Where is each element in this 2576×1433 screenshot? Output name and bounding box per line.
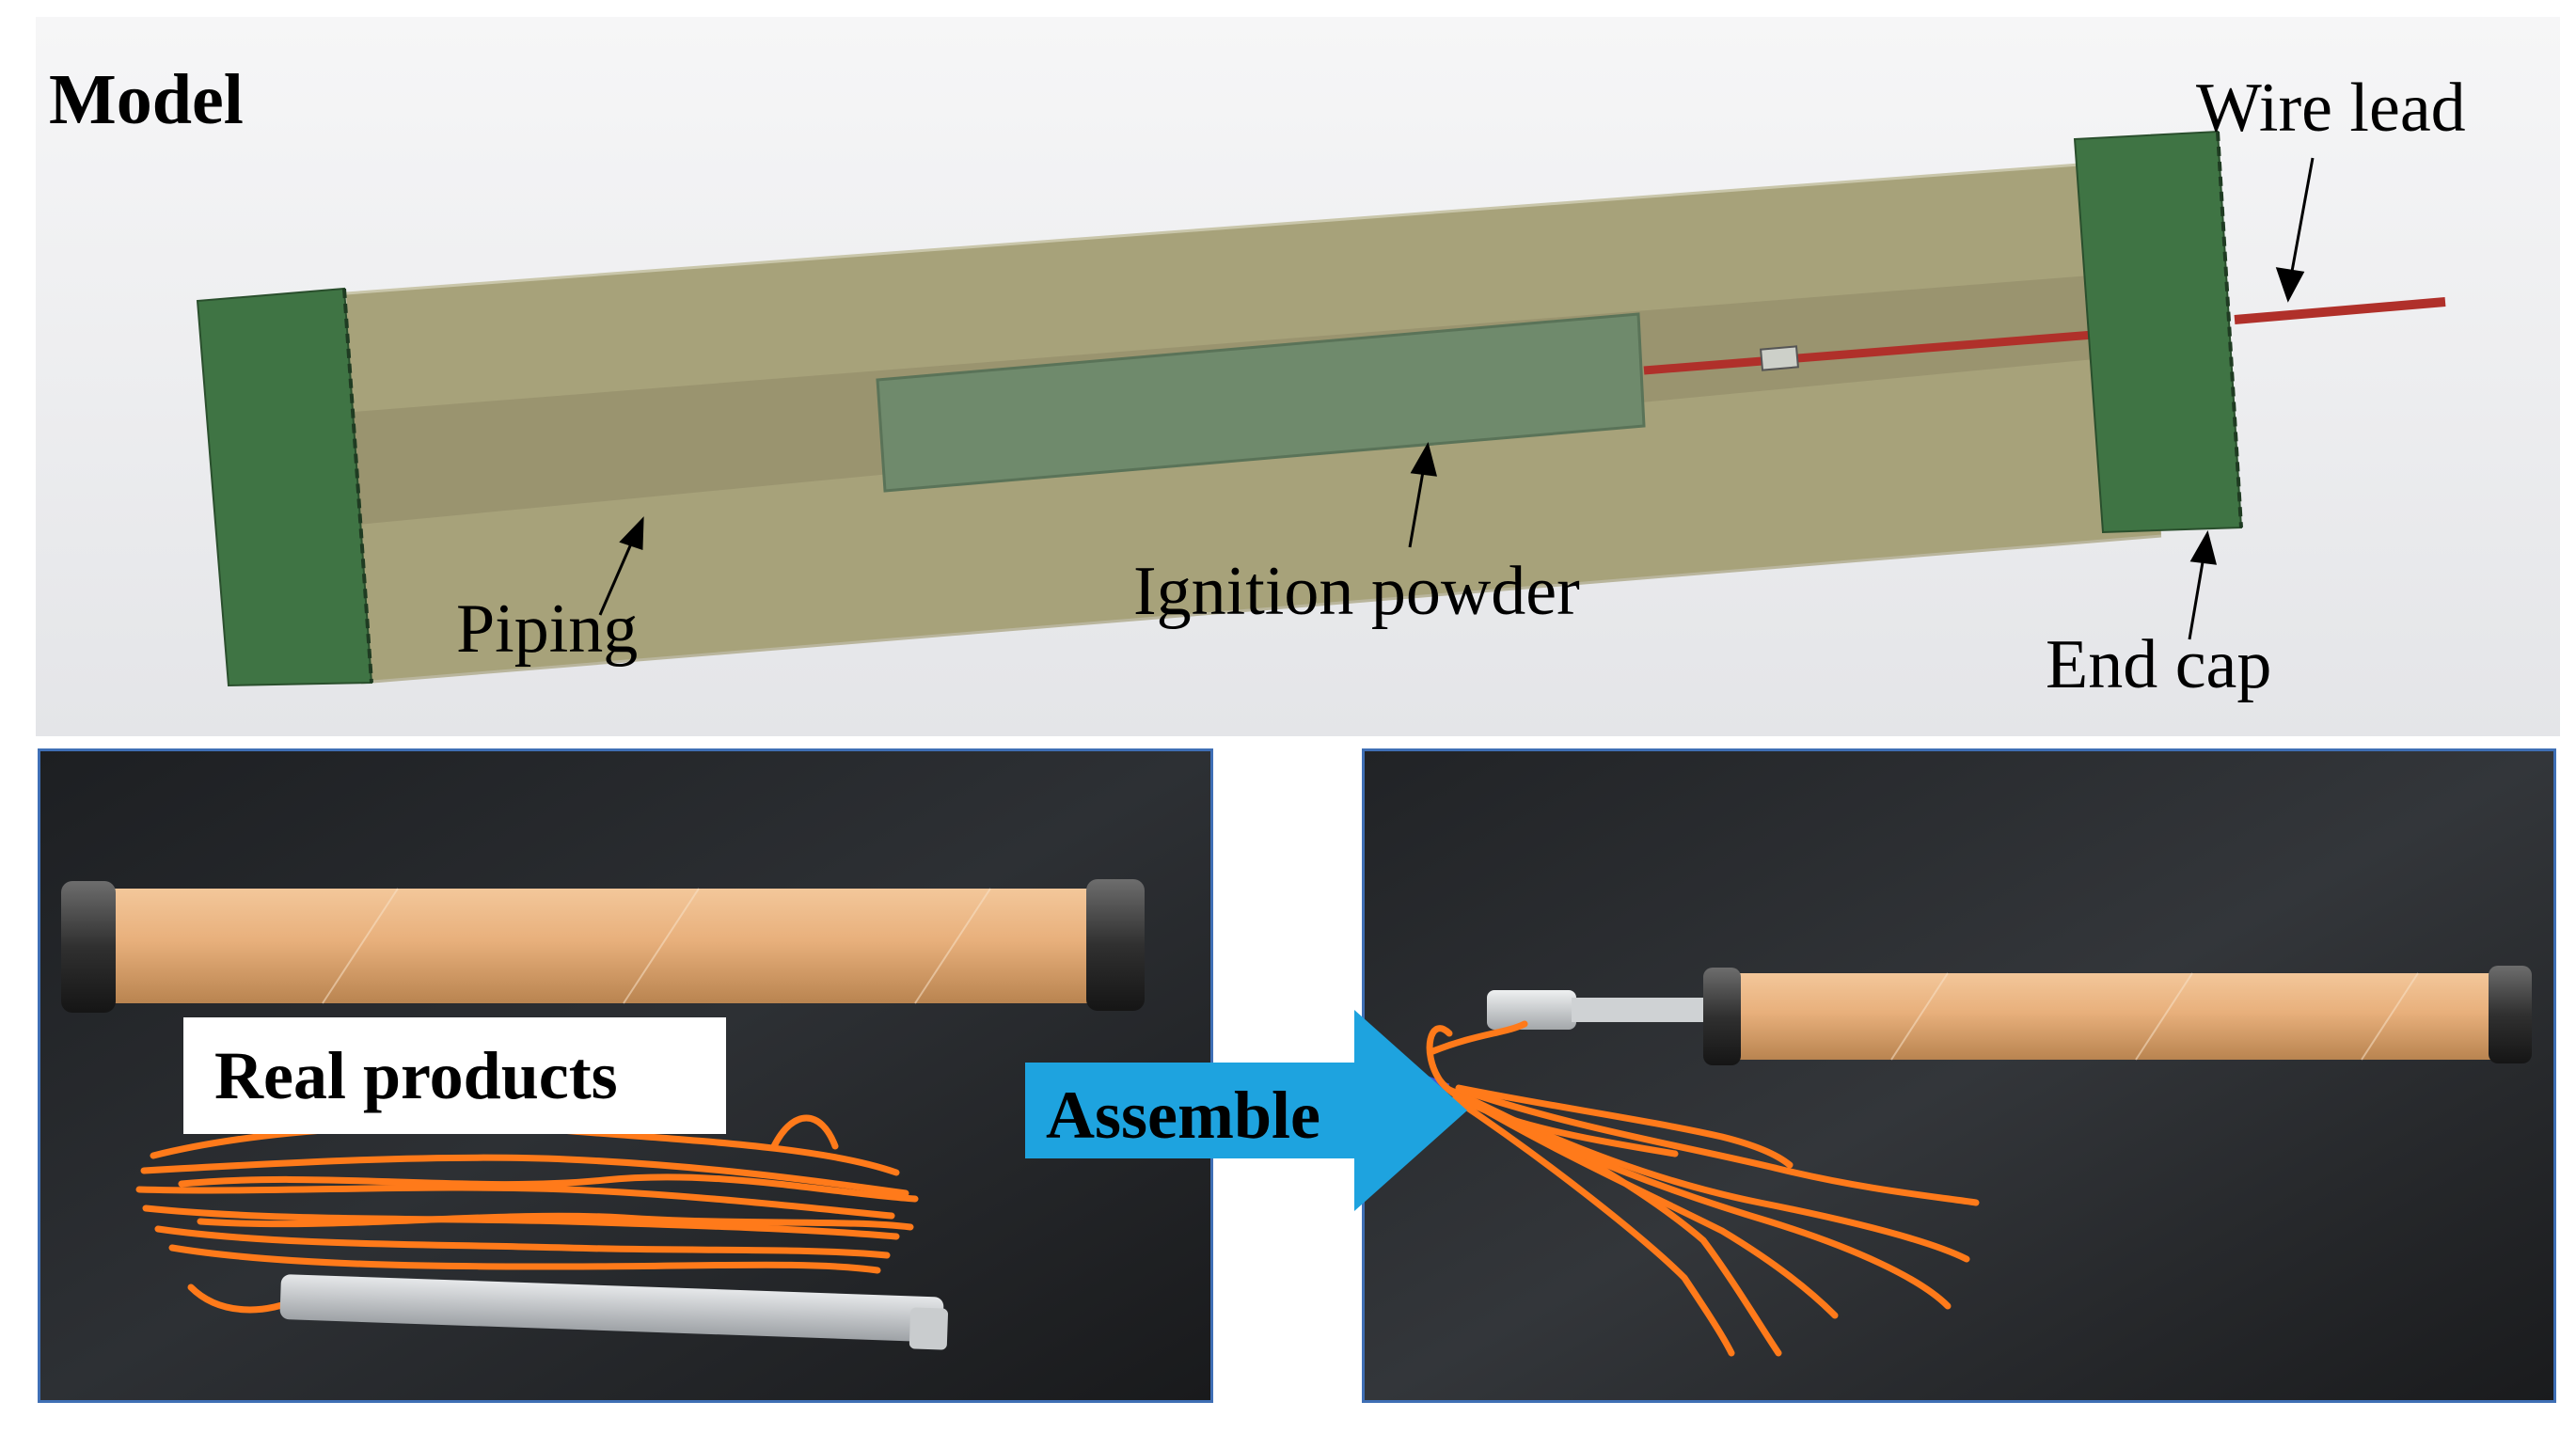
model-title: Model xyxy=(49,60,244,139)
end-cap-right xyxy=(2073,130,2243,534)
assemble-arrow-shape xyxy=(1025,1010,1467,1211)
end-cap-arrowhead xyxy=(2189,530,2218,565)
inner-wire xyxy=(1643,330,2094,375)
wire-lead-external xyxy=(2234,297,2446,324)
cardboard-tube xyxy=(87,889,1108,1003)
model-panel xyxy=(36,17,2560,736)
tube-top-edge xyxy=(345,158,2143,295)
assembled-cap-right xyxy=(2489,966,2532,1063)
assemble-arrow xyxy=(1025,1010,1467,1211)
orange-wires xyxy=(1426,1020,1980,1357)
ignition-powder-shape xyxy=(876,312,1646,493)
orange-wire-bundle xyxy=(135,1114,919,1314)
tube-bottom-edge xyxy=(360,534,2162,685)
ignition-powder-arrowhead xyxy=(1410,442,1438,477)
wire-lead-arrow xyxy=(2289,157,2315,277)
ignition-powder-arrow xyxy=(1408,465,1426,548)
model-drawing xyxy=(36,17,2560,736)
end-cap-arrow xyxy=(2188,556,2205,640)
real-products-label: Real products xyxy=(214,1038,618,1113)
assembled-tube xyxy=(1722,973,2507,1060)
end-cap-left-seam xyxy=(342,288,373,684)
ignition-powder-label: Ignition powder xyxy=(1133,553,1580,630)
piping-arrowhead xyxy=(619,516,644,551)
ignition-rod xyxy=(279,1274,944,1343)
wire-lead-arrowhead xyxy=(2275,267,2305,303)
rod-end xyxy=(1487,990,1576,1030)
piping-label: Piping xyxy=(456,591,639,668)
assembled-photo xyxy=(1362,748,2556,1403)
piping-arrow xyxy=(598,541,634,616)
real-products-label-box xyxy=(183,1017,726,1134)
assembled-cap-left xyxy=(1703,968,1741,1065)
end-cap-label: End cap xyxy=(2046,626,2272,703)
tube-cap-left xyxy=(61,881,116,1013)
assemble-label: Assemble xyxy=(1046,1078,1320,1153)
wire-connector xyxy=(1760,345,1799,371)
end-cap-right-seam xyxy=(2216,131,2243,528)
assembled-illustration xyxy=(1365,751,2553,1400)
wire-lead-label: Wire lead xyxy=(2196,70,2466,147)
ignition-rod-tip xyxy=(909,1307,948,1350)
tube-cap-right xyxy=(1086,879,1145,1011)
leather-background xyxy=(1365,751,2553,1400)
end-cap-left xyxy=(196,287,373,687)
